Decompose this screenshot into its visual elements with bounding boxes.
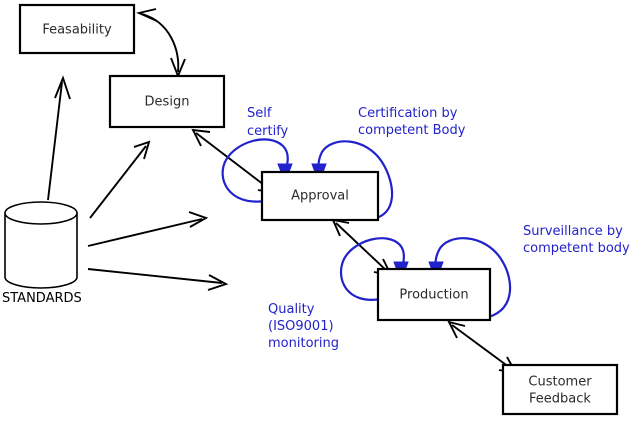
node-design[interactable]: Design <box>108 74 226 129</box>
annotation-quality-line3: monitoring <box>268 336 339 351</box>
annotation-surveillance-line1: Surveillance by <box>523 224 623 239</box>
node-customer-feedback[interactable]: Customer Feedback <box>501 363 619 416</box>
node-feasability-label: Feasability <box>42 23 112 38</box>
node-production[interactable]: Production <box>376 267 492 322</box>
flow-standards-feasability <box>47 75 71 201</box>
node-standards-datastore[interactable]: STANDARDS <box>2 201 82 306</box>
annotation-certification-line1: Certification by <box>358 106 458 121</box>
annotation-self-certify: Self certify <box>247 106 289 139</box>
node-approval[interactable]: Approval <box>260 170 380 222</box>
annotation-self-certify-line2: certify <box>247 124 289 139</box>
annotation-surveillance-line2: competent body <box>523 241 630 256</box>
node-design-label: Design <box>145 95 190 110</box>
node-customer-feedback-label-line1: Customer <box>528 375 592 390</box>
annotation-quality-line1: Quality <box>268 302 315 317</box>
flow-feasability-design <box>136 8 186 79</box>
flow-standards-design <box>89 140 151 219</box>
node-feasability[interactable]: Feasability <box>18 3 136 55</box>
node-approval-label: Approval <box>291 189 349 204</box>
annotation-surveillance-competent-body: Surveillance by competent body <box>523 224 630 256</box>
node-standards-label: STANDARDS <box>2 291 82 306</box>
flow-standards-approval <box>87 211 209 247</box>
node-customer-feedback-label-line2: Feedback <box>529 392 591 407</box>
annotation-certification-competent-body: Certification by competent Body <box>358 106 466 138</box>
annotation-quality-line2: (ISO9001) <box>268 319 334 334</box>
annotation-certification-line2: competent Body <box>358 123 466 138</box>
flow-standards-production <box>87 268 229 291</box>
annotation-self-certify-line1: Self <box>247 106 272 121</box>
annotation-quality-monitoring: Quality (ISO9001) monitoring <box>268 302 339 351</box>
node-production-label: Production <box>399 288 468 303</box>
